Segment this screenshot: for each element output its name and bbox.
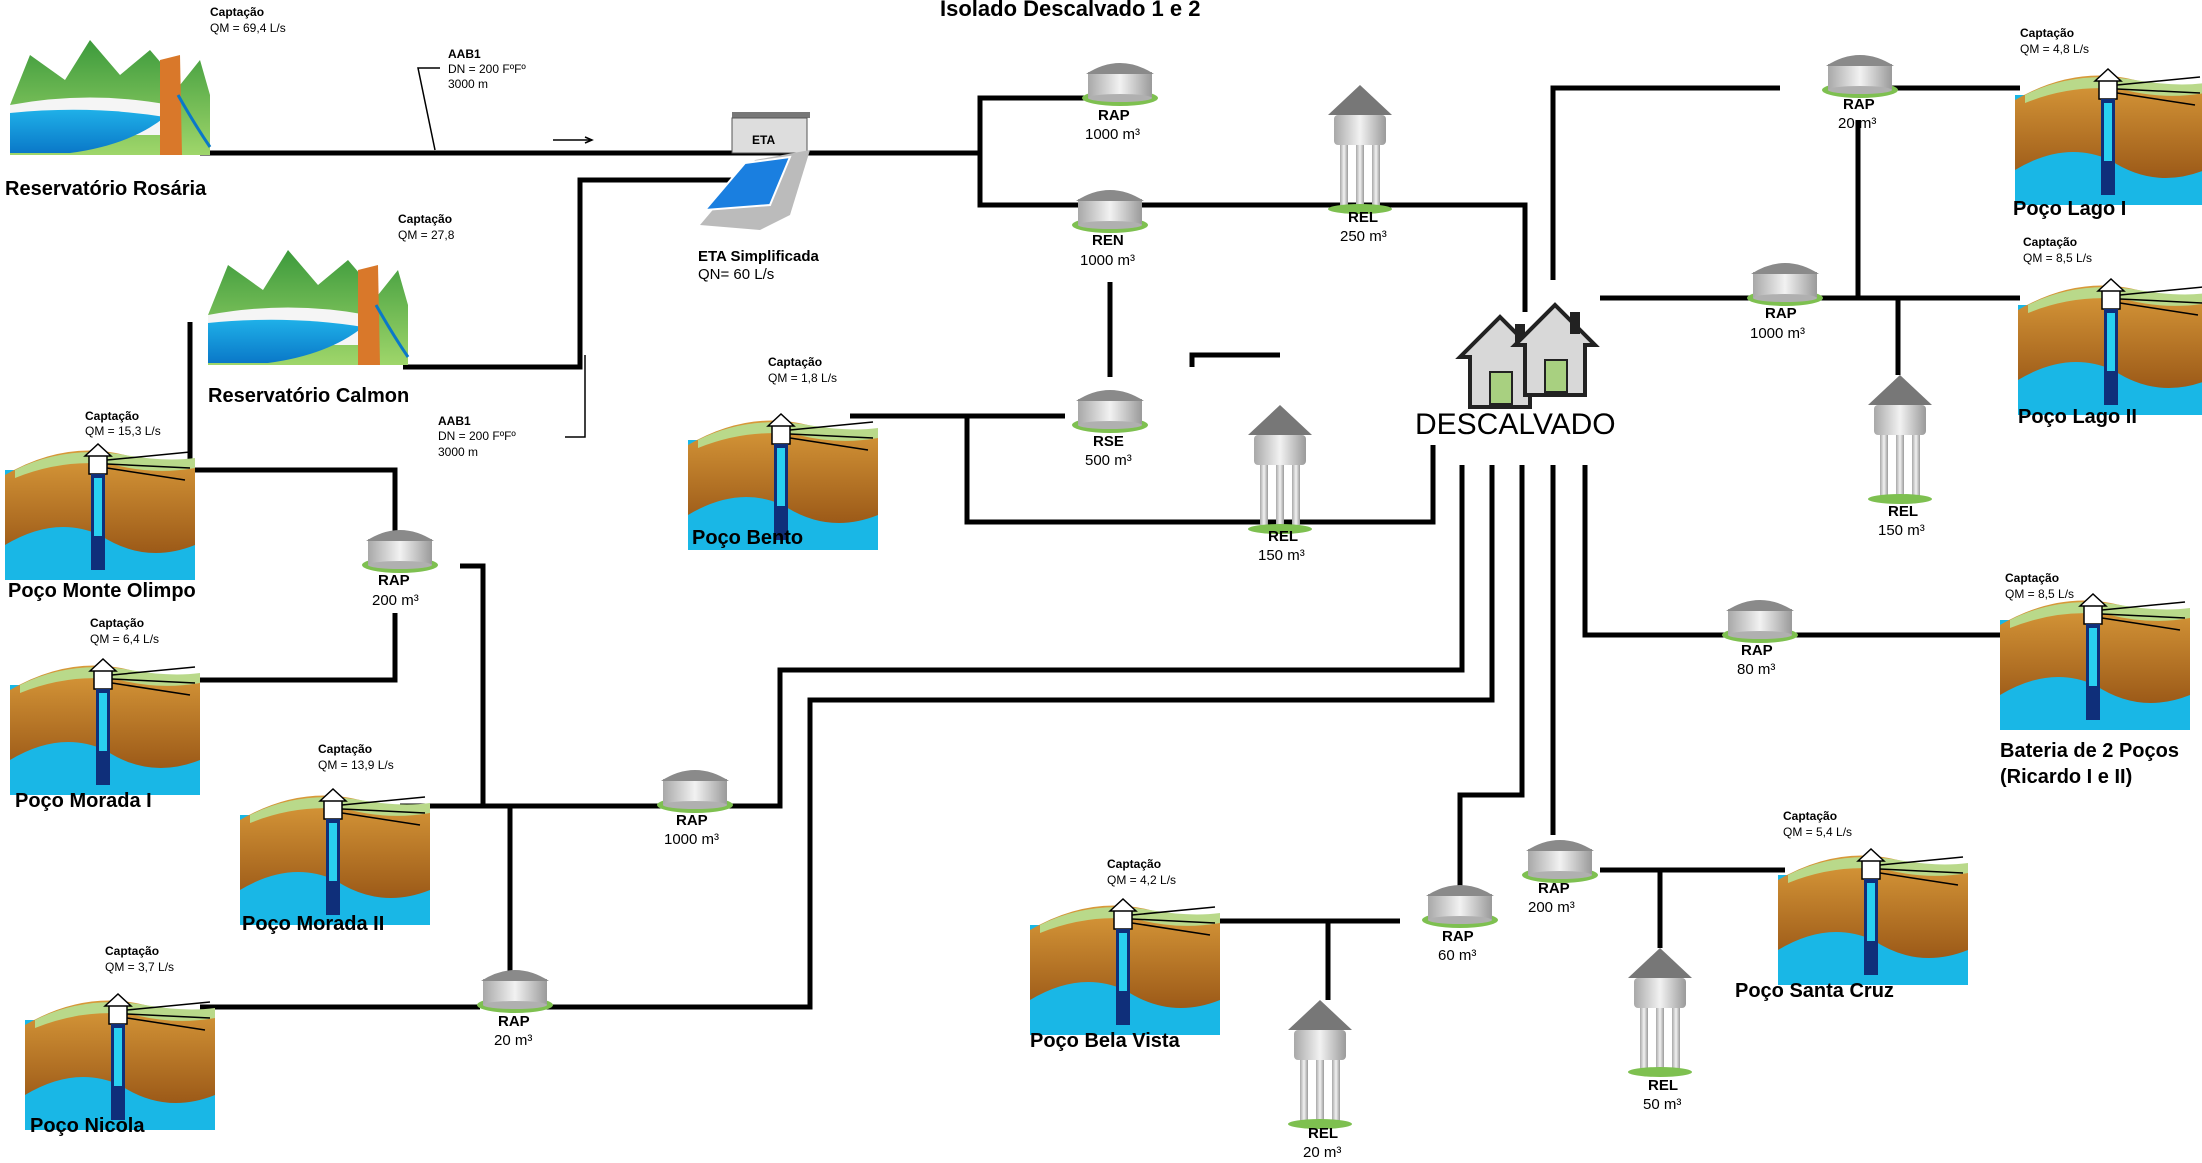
reservoir-calmon-illustration	[206, 248, 410, 367]
santa-cruz-captacao-label: Captação	[1783, 809, 1838, 823]
bela-vista-captacao-label: Captação	[1107, 857, 1162, 871]
aab1-top-label: AAB1	[448, 47, 481, 61]
tank-rse-type: RSE	[1093, 433, 1124, 450]
diagram-title: Isolado Descalvado 1 e 2	[940, 0, 1201, 21]
monte-olimpo-flow-label: QM = 15,3 L/s	[85, 424, 161, 438]
eta-building-icon	[700, 112, 810, 230]
aab1-bottom-label: AAB1	[438, 414, 471, 428]
tank-rap-20-type: RAP	[498, 1013, 530, 1030]
morada1-name-label: Poço Morada I	[15, 790, 152, 812]
tank-rap-60-type: RAP	[1442, 928, 1474, 945]
bela-vista-name-label: Poço Bela Vista	[1030, 1030, 1180, 1052]
tank-rse-vol: 500 m³	[1085, 452, 1132, 469]
bateria-name-label: Bateria de 2 Poços	[2000, 740, 2179, 762]
bateria-flow-label: QM = 8,5 L/s	[2005, 587, 2075, 601]
aab1-top-dn: DN = 200 FºFº	[448, 62, 526, 76]
tank-rap-1000-top-type: RAP	[1098, 107, 1130, 124]
nicola-captacao-label: Captação	[105, 944, 160, 958]
nicola-flow-label: QM = 3,7 L/s	[105, 960, 175, 974]
eta-label: ETA	[752, 133, 776, 147]
tank-rel-50-type: REL	[1648, 1077, 1678, 1094]
bela-vista-flow-label: QM = 4,2 L/s	[1107, 873, 1177, 887]
eta-qn-label: QN= 60 L/s	[698, 266, 775, 283]
tank-rap-200-vol: 200 m³	[372, 592, 419, 609]
aab1-top-length: 3000 m	[448, 77, 489, 91]
monte-olimpo-name-label: Poço Monte Olimpo	[8, 580, 196, 602]
bento-name-label: Poço Bento	[692, 527, 804, 549]
bateria-captacao-label: Captação	[2005, 571, 2060, 585]
tank-rel-20-vol: 20 m³	[1303, 1144, 1342, 1161]
tank-rap-1000-mid-type: RAP	[676, 812, 708, 829]
lago1-flow-label: QM = 4,8 L/s	[2020, 42, 2090, 56]
rosaria-flow-label: QM = 69,4 L/s	[210, 21, 286, 35]
tank-rap-20-vol: 20 m³	[494, 1032, 533, 1049]
tank-rap-20-top-type: RAP	[1843, 96, 1875, 113]
tank-rel-50-vol: 50 m³	[1643, 1096, 1682, 1113]
aab1-bottom-dn: DN = 200 FºFº	[438, 429, 516, 443]
morada2-name-label: Poço Morada II	[242, 913, 385, 935]
tank-rel-20-type: REL	[1308, 1125, 1338, 1142]
santa-cruz-flow-label: QM = 5,4 L/s	[1783, 825, 1853, 839]
tank-rap-60-vol: 60 m³	[1438, 947, 1477, 964]
lago2-name-label: Poço Lago II	[2018, 406, 2137, 428]
aab1-bottom-length: 3000 m	[438, 445, 479, 459]
tank-rap-1000-right-type: RAP	[1765, 305, 1797, 322]
pipe-network	[170, 85, 2020, 1010]
rosaria-name-label: Reservatório Rosária	[5, 178, 207, 200]
descalvado-city-label: DESCALVADO	[1415, 408, 1616, 441]
lago1-captacao-label: Captação	[2020, 26, 2075, 40]
lago1-name-label: Poço Lago I	[2013, 198, 2127, 220]
lago2-flow-label: QM = 8,5 L/s	[2023, 251, 2093, 265]
santa-cruz-name-label: Poço Santa Cruz	[1735, 980, 1894, 1002]
tank-rap-200-right-type: RAP	[1538, 880, 1570, 897]
monte-olimpo-captacao-label: Captação	[85, 409, 140, 423]
bento-captacao-label: Captação	[768, 355, 823, 369]
morada2-flow-label: QM = 13,9 L/s	[318, 758, 394, 772]
morada2-captacao-label: Captação	[318, 742, 373, 756]
tank-rap-1000-mid-vol: 1000 m³	[664, 831, 720, 848]
bateria-name-label-2: (Ricardo I e II)	[2000, 766, 2133, 788]
calmon-name-label: Reservatório Calmon	[208, 385, 410, 407]
tank-rel-150-right-type: REL	[1888, 503, 1918, 520]
rosaria-captacao-label: Captação	[210, 5, 265, 19]
reservoir-rosaria-illustration	[8, 38, 212, 157]
tank-rel-150-type: REL	[1268, 528, 1298, 545]
tank-rap-80-vol: 80 m³	[1737, 661, 1776, 678]
calmon-flow-label: QM = 27,8	[398, 228, 455, 242]
tank-rel-250-vol: 250 m³	[1340, 228, 1387, 245]
tank-rel-150-vol: 150 m³	[1258, 547, 1305, 564]
descalvado-houses-icon	[1458, 303, 1597, 409]
lago2-captacao-label: Captação	[2023, 235, 2078, 249]
morada1-captacao-label: Captação	[90, 616, 145, 630]
tank-ren-vol: 1000 m³	[1080, 252, 1136, 269]
tank-rap-1000-top-vol: 1000 m³	[1085, 126, 1141, 143]
morada1-flow-label: QM = 6,4 L/s	[90, 632, 160, 646]
eta-name-label: ETA Simplificada	[698, 248, 819, 265]
tank-rap-80-type: RAP	[1741, 642, 1773, 659]
tank-rap-200-right-vol: 200 m³	[1528, 899, 1575, 916]
aab1-leader-lines	[417, 67, 594, 438]
bento-flow-label: QM = 1,8 L/s	[768, 371, 838, 385]
tank-rap-1000-right-vol: 1000 m³	[1750, 325, 1806, 342]
calmon-captacao-label: Captação	[398, 212, 453, 226]
tank-rel-250-type: REL	[1348, 209, 1378, 226]
tank-rap-200-type: RAP	[378, 572, 410, 589]
tank-ren-type: REN	[1092, 232, 1124, 249]
tank-rel-150-right-vol: 150 m³	[1878, 522, 1925, 539]
tank-rap-20-top-vol: 20 m³	[1838, 115, 1877, 132]
nicola-name-label: Poço Nicola	[30, 1115, 145, 1137]
